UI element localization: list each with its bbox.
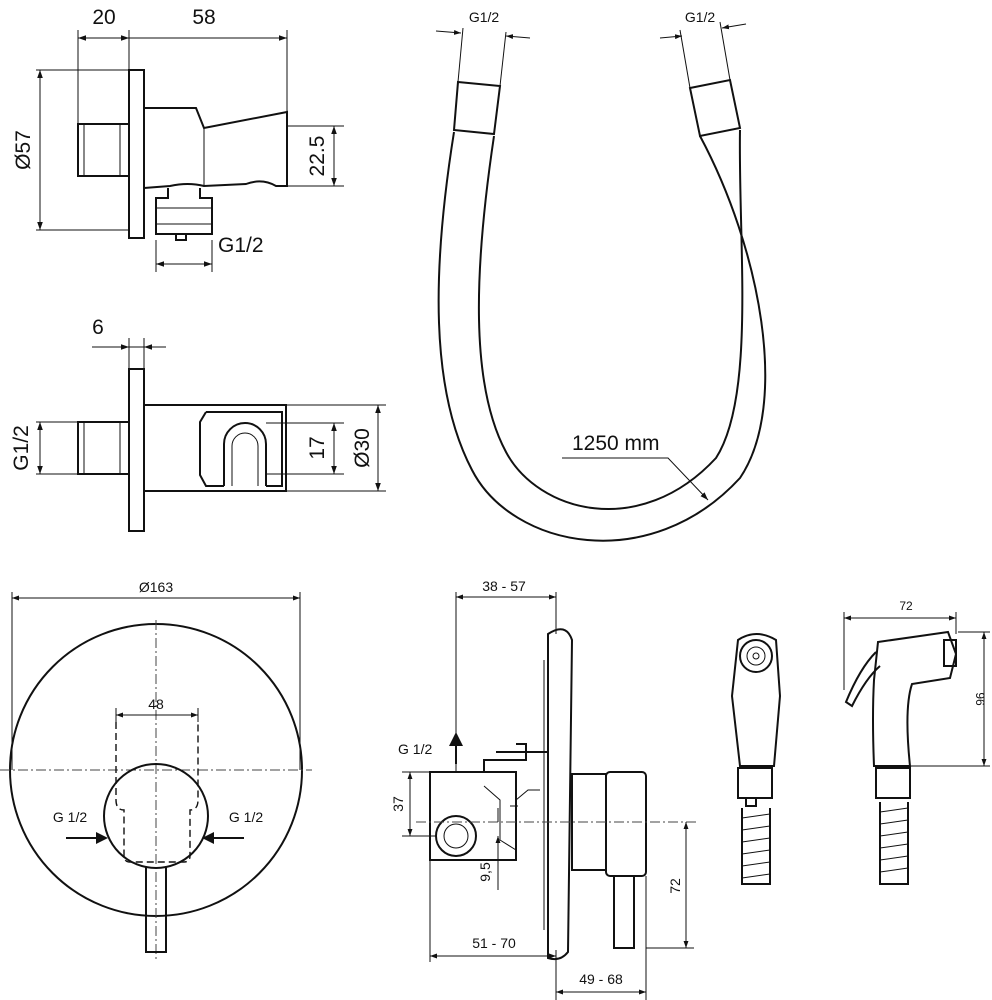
bracket-flange: [128, 69, 145, 239]
dim-bracket-depth: 20: [92, 6, 115, 29]
inlet-label-right: G 1/2: [229, 809, 263, 825]
spray-front-view: [730, 633, 782, 885]
spray-body-side: [872, 630, 958, 767]
hose-outer: [437, 131, 767, 542]
inlet-arrow-right: [202, 832, 214, 844]
hose-thread-right: G1/2: [685, 9, 716, 25]
dim-outlet-height: 37: [390, 796, 406, 812]
hose-fitting-right: [688, 78, 742, 138]
handle-lever: [145, 866, 167, 953]
spray-hose-front: [741, 808, 771, 885]
dim-spray-height: 96: [973, 692, 987, 706]
dim-hose-length: 1250 mm: [572, 432, 660, 455]
bracket-body: [143, 107, 288, 189]
spray-trigger: [844, 651, 881, 708]
dim-holder-opening: 17: [306, 436, 329, 459]
hose-thread-left: G1/2: [469, 9, 500, 25]
bracket-side-view: 20 58 Ø57 22.5 G1/2: [12, 6, 344, 272]
dim-body-width: 48: [148, 696, 164, 712]
spray-side-view: 72 96: [843, 599, 990, 885]
bracket-top-body: [143, 404, 287, 492]
spray-connector-side: [875, 767, 911, 799]
spray-head-front: [730, 633, 782, 767]
valve-side-view: G 1/2 38 - 57 37 9,5 72 51 - 70 49 - 68: [390, 578, 696, 1000]
dim-spray-width: 72: [899, 599, 913, 613]
spray-connector-front: [737, 767, 773, 799]
valve-handle-body: [605, 771, 647, 877]
dim-holder-diameter: Ø30: [351, 428, 374, 468]
rosette-front-view: Ø163 48 G 1/2 G 1/2: [0, 579, 312, 962]
dim-bracket-height: 22.5: [306, 136, 329, 177]
handle-knob: [103, 763, 209, 869]
dim-flange-diameter: Ø57: [12, 130, 35, 170]
bracket-top-flange: [128, 368, 145, 532]
hose-view: G1/2 G1/2 1250 mm: [435, 9, 767, 542]
holder-clip: [199, 411, 283, 487]
dim-handle-depth: 49 - 68: [579, 971, 623, 987]
dim-body-depth: 51 - 70: [472, 935, 516, 951]
dim-bracket-length: 58: [192, 6, 215, 29]
spray-hose-side: [879, 802, 909, 885]
bracket-top-view: 6 G1/2 17 Ø30: [10, 316, 386, 532]
spray-nozzle-face: [739, 639, 773, 673]
dim-wall-depth: 38 - 57: [482, 578, 526, 594]
hose-inner: [477, 129, 744, 510]
dim-rosette-diameter: Ø163: [139, 579, 173, 595]
dim-outlet-thread: G1/2: [218, 234, 264, 257]
inlet-label-left: G 1/2: [53, 809, 87, 825]
valve-body: [429, 771, 517, 861]
dim-lever-height: 72: [667, 878, 683, 894]
hose-fitting-left: [452, 80, 502, 136]
bracket-inlet-thread: [77, 123, 129, 177]
inlet-arrow-left: [96, 832, 108, 844]
dim-flange-thickness: 6: [92, 316, 104, 339]
valve-rosette-plate: [547, 628, 574, 961]
dim-inlet-thread: G1/2: [10, 425, 33, 471]
valve-outlet-thread: G 1/2: [398, 741, 432, 757]
valve-lever: [613, 876, 635, 949]
valve-outlet-spout: [483, 743, 527, 772]
bracket-outlet-nut: [155, 188, 213, 235]
bracket-top-inlet: [77, 421, 129, 475]
dim-offset: 9,5: [477, 862, 493, 882]
